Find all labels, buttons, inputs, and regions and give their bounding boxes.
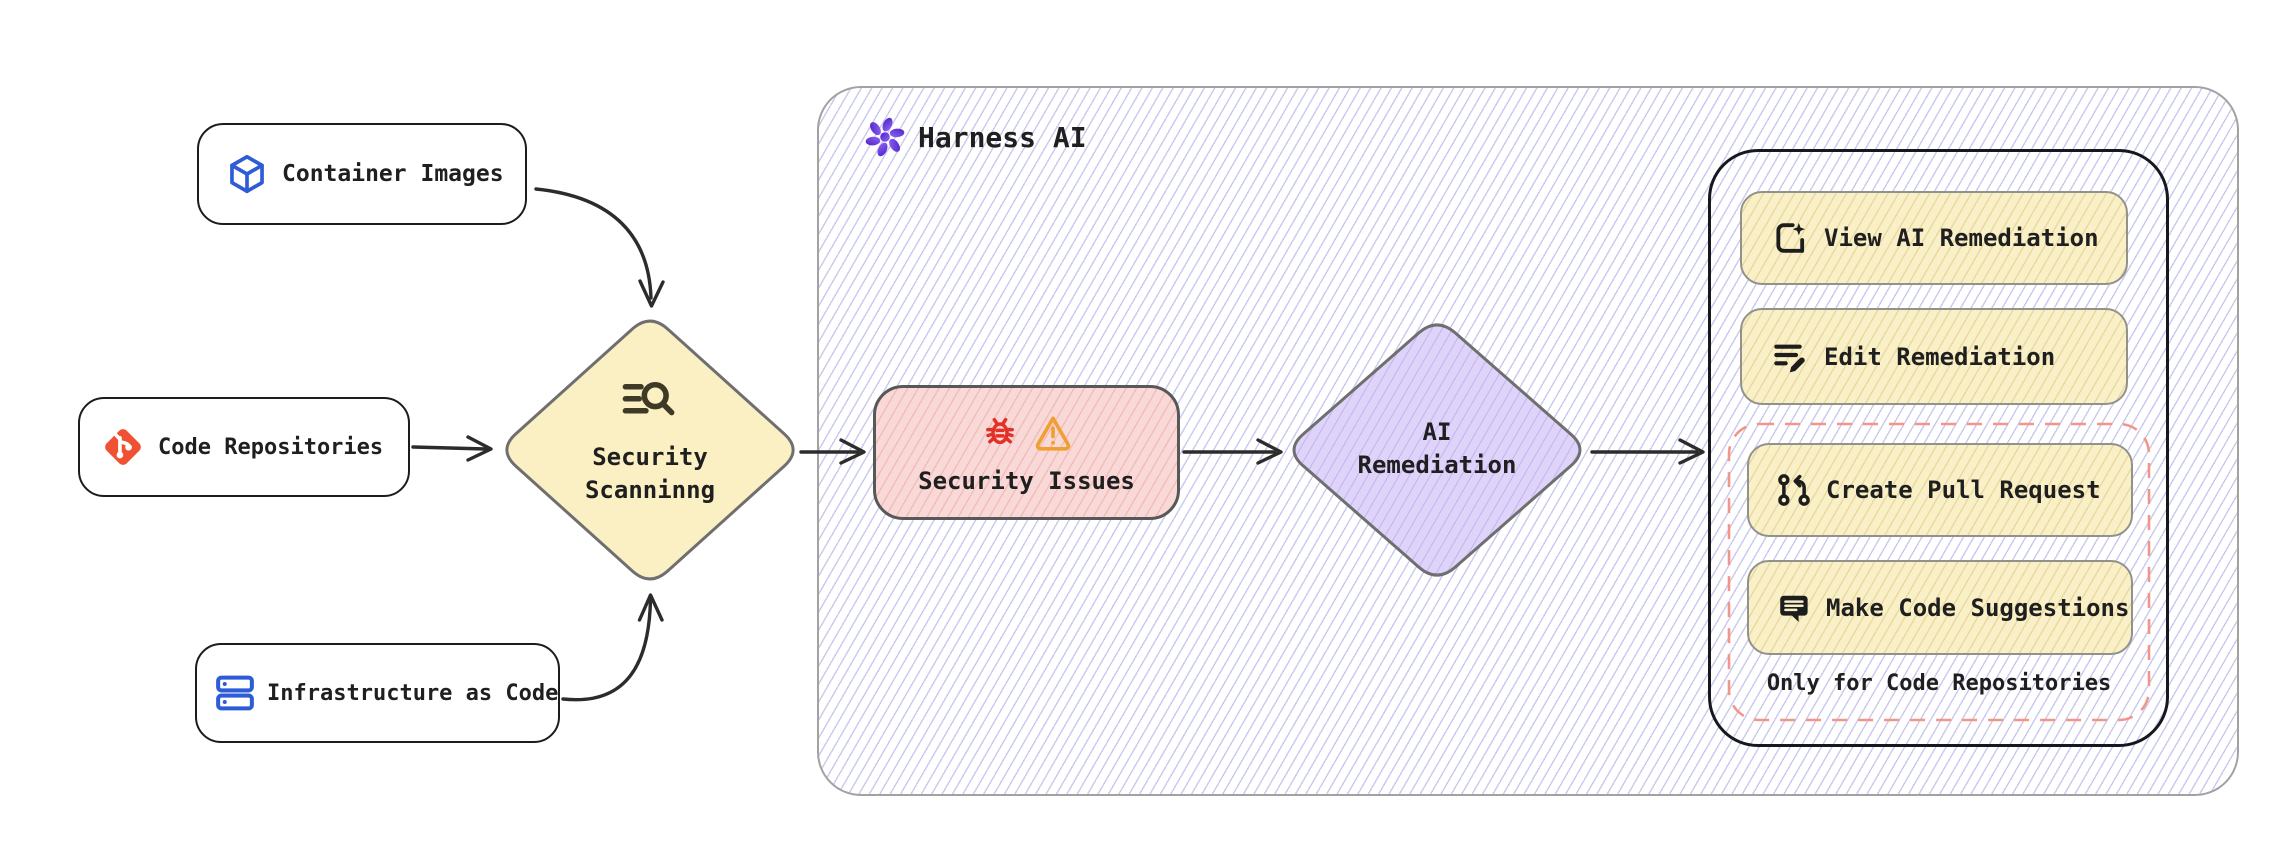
code-repos-only-caption: Only for Code Repositories bbox=[1766, 671, 2112, 696]
button-label: View AI Remediation bbox=[1824, 224, 2099, 252]
button-label: Create Pull Request bbox=[1826, 476, 2101, 504]
document-sparkle-icon bbox=[1770, 218, 1810, 258]
button-label: Edit Remediation bbox=[1824, 342, 2056, 371]
view-ai-remediation-button[interactable]: View AI Remediation bbox=[1740, 191, 2128, 285]
security-scanning-line1: Security bbox=[592, 443, 708, 471]
harness-ai-logo-icon bbox=[862, 114, 908, 160]
git-icon bbox=[100, 424, 146, 470]
edit-remediation-button[interactable]: Edit Remediation bbox=[1740, 308, 2128, 405]
warning-triangle-icon bbox=[1032, 411, 1074, 453]
node-code-repositories[interactable]: Code Repositories bbox=[78, 397, 410, 497]
security-issues-icons bbox=[980, 411, 1074, 453]
list-pencil-icon bbox=[1770, 337, 1810, 377]
comment-lines-icon bbox=[1775, 589, 1813, 627]
bug-icon bbox=[980, 412, 1020, 452]
git-pull-request-icon bbox=[1775, 471, 1813, 509]
button-label: Make Code Suggestions bbox=[1826, 593, 2130, 622]
node-infrastructure-as-code[interactable]: Infrastructure as Code bbox=[195, 643, 560, 743]
node-label: Infrastructure as Code bbox=[267, 680, 559, 706]
cube-icon bbox=[225, 152, 269, 196]
ai-remediation-line1: AI bbox=[1422, 418, 1452, 446]
text-search-icon bbox=[620, 381, 678, 421]
harness-ai-title: Harness AI bbox=[918, 120, 1087, 154]
security-scanning-label: Security Scanninng bbox=[540, 441, 760, 507]
security-issues-label: Security Issues bbox=[918, 466, 1135, 495]
server-icon bbox=[213, 671, 257, 715]
remediation-actions-panel bbox=[1708, 149, 2169, 747]
create-pull-request-button[interactable]: Create Pull Request bbox=[1747, 443, 2133, 537]
node-container-images[interactable]: Container Images bbox=[197, 123, 527, 225]
ai-remediation-label: AI Remediation bbox=[1317, 416, 1557, 482]
harness-ai-header: Harness AI bbox=[862, 114, 1087, 160]
node-label: Container Images bbox=[282, 161, 504, 187]
node-label: Code Repositories bbox=[158, 434, 384, 460]
make-code-suggestions-button[interactable]: Make Code Suggestions bbox=[1747, 560, 2133, 655]
ai-remediation-line2: Remediation bbox=[1357, 451, 1517, 479]
node-security-issues[interactable]: Security Issues bbox=[873, 385, 1180, 520]
security-scanning-line2: Scanninng bbox=[584, 476, 716, 504]
